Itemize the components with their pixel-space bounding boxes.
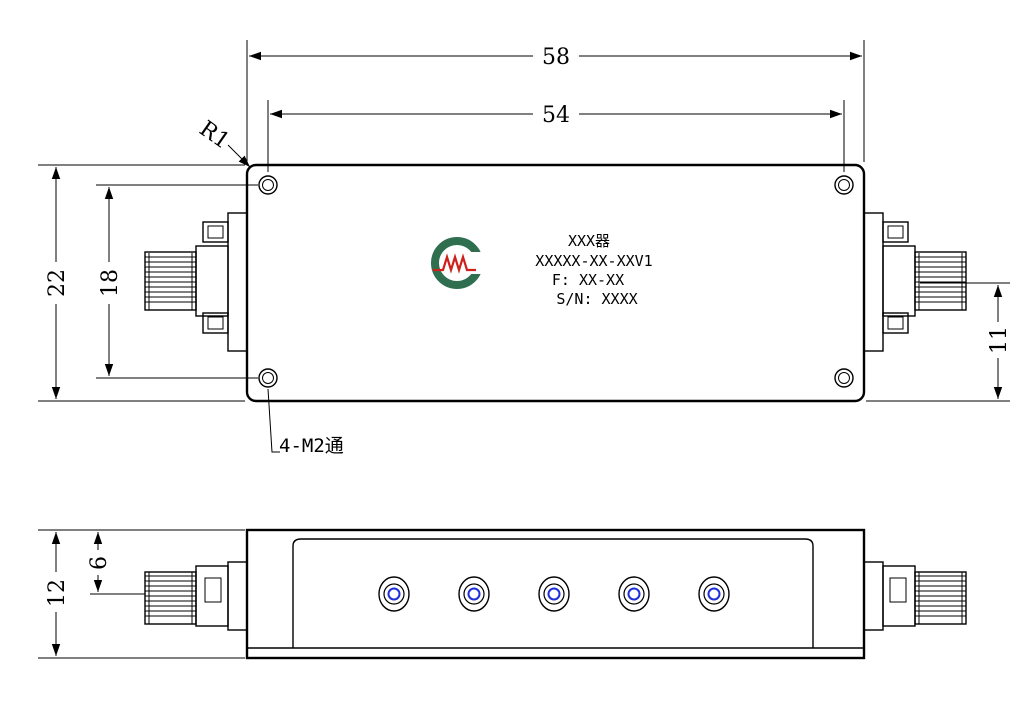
label-line-4: S/N: XXXX xyxy=(556,290,637,308)
dimension-label: 54 xyxy=(542,103,570,128)
logo-mark xyxy=(433,253,476,274)
mounting-hole xyxy=(834,368,854,388)
dimension-corner-radius: R1 xyxy=(195,116,251,168)
side-housing xyxy=(245,528,866,660)
dimension-height: 12 xyxy=(38,529,245,659)
dimension-label: 12 xyxy=(45,579,70,607)
label-line-2: XXXXX-XX-XXV1 xyxy=(535,252,652,270)
tuning-screw xyxy=(458,576,490,612)
side-right-connector xyxy=(863,561,967,631)
tuning-screw xyxy=(538,576,570,612)
mounting-hole xyxy=(258,368,278,388)
dimension-connector-offset: 11 xyxy=(866,282,1012,402)
product-label: XXX器 XXXXX-XX-XXV1 F: XX-XX S/N: XXXX xyxy=(535,232,652,308)
label-line-1: XXX器 xyxy=(568,232,610,250)
dimension-label: 11 xyxy=(987,326,1012,354)
mounting-hole xyxy=(834,175,854,195)
cover-recess xyxy=(292,538,814,648)
label-line-3: F: XX-XX xyxy=(552,271,624,289)
top-view: XXX器 XXXXX-XX-XXV1 F: XX-XX S/N: XXXX 58… xyxy=(38,40,1012,457)
tuning-screw xyxy=(618,576,650,612)
tuning-screws xyxy=(378,576,730,612)
dimension-hole-spacing-width: 18 xyxy=(96,184,258,379)
right-connector xyxy=(863,212,967,352)
dimension-overall-length: 58 xyxy=(246,40,865,162)
mounting-hole xyxy=(258,175,278,195)
dimension-label: 18 xyxy=(98,269,123,297)
dimension-hole-spacing-length: 54 xyxy=(267,100,845,172)
side-view: 12 6 xyxy=(38,528,967,660)
left-connector xyxy=(144,212,248,352)
side-left-connector xyxy=(144,561,248,631)
dimension-label: R1 xyxy=(195,116,234,154)
dimension-label: 6 xyxy=(87,556,112,570)
tuning-screw xyxy=(698,576,730,612)
dimension-connector-height: 6 xyxy=(87,532,145,595)
hole-callout: 4-M2通 xyxy=(267,388,344,457)
dimension-label: 22 xyxy=(45,269,70,297)
dimension-overall-width: 22 xyxy=(38,164,245,402)
mounting-holes xyxy=(258,175,854,388)
company-logo xyxy=(431,237,490,289)
tuning-screw xyxy=(378,576,410,612)
dimension-label: 58 xyxy=(542,45,570,70)
hole-callout-text: 4-M2通 xyxy=(279,435,344,457)
